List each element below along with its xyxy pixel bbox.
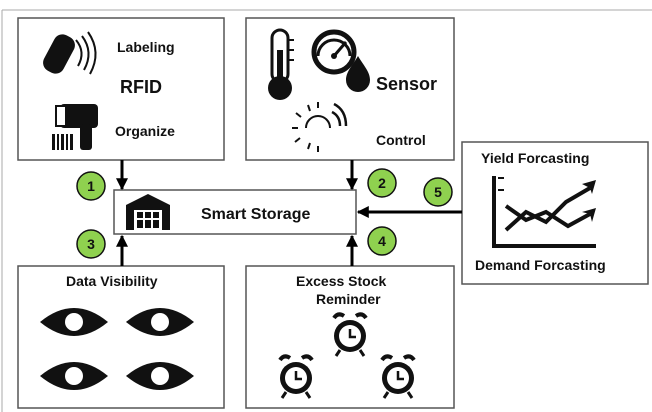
eye-icon <box>40 362 108 390</box>
svg-text:3: 3 <box>87 236 95 252</box>
rfid-title: RFID <box>120 77 162 97</box>
eye-icon <box>126 362 194 390</box>
excess-stock-box: Excess Stock Reminder <box>245 265 455 409</box>
smart-storage-box: Smart Storage <box>113 189 357 235</box>
warehouse-icon <box>126 194 170 230</box>
alarm-clock-icon <box>332 312 368 357</box>
sensor-control-label: Control <box>376 132 426 148</box>
step-badge-1: 1 <box>76 171 106 201</box>
step-badge-5: 5 <box>423 177 453 207</box>
data-visibility-box: Data Visibility <box>17 265 225 409</box>
alarm-clock-icon <box>278 354 314 399</box>
rfid-labeling-label: Labeling <box>117 39 175 55</box>
barcode-scanner-icon <box>52 104 98 150</box>
excess-stock-title-line1: Excess Stock <box>296 273 386 289</box>
eye-icon <box>126 308 194 336</box>
smart-storage-label: Smart Storage <box>201 206 310 223</box>
demand-forecasting-label: Demand Forcasting <box>475 257 606 273</box>
rfid-organize-label: Organize <box>115 123 175 139</box>
water-drop-icon <box>346 56 370 92</box>
sun-icon <box>292 102 348 152</box>
sensor-title: Sensor <box>376 74 437 94</box>
excess-stock-title-line2: Reminder <box>316 291 381 307</box>
alarm-clock-icon <box>380 354 416 399</box>
svg-text:4: 4 <box>378 233 386 249</box>
step-badge-2: 2 <box>367 168 397 198</box>
pressure-gauge-icon <box>311 29 357 75</box>
thermometer-icon <box>268 28 294 100</box>
svg-text:1: 1 <box>87 178 95 194</box>
step-badge-3: 3 <box>76 229 106 259</box>
trend-chart-icon <box>492 176 596 248</box>
rfid-box: Labeling RFID Organize <box>17 17 225 161</box>
svg-text:2: 2 <box>378 175 386 191</box>
sensor-box: Sensor Control <box>245 17 455 161</box>
eye-icon <box>40 308 108 336</box>
yield-forecasting-label: Yield Forcasting <box>481 150 589 166</box>
svg-text:5: 5 <box>434 184 442 200</box>
rfid-tag-icon <box>43 31 97 75</box>
data-visibility-title: Data Visibility <box>66 273 158 289</box>
step-badge-4: 4 <box>367 226 397 256</box>
forecast-box: Yield Forcasting Demand Forcasting <box>461 141 649 285</box>
